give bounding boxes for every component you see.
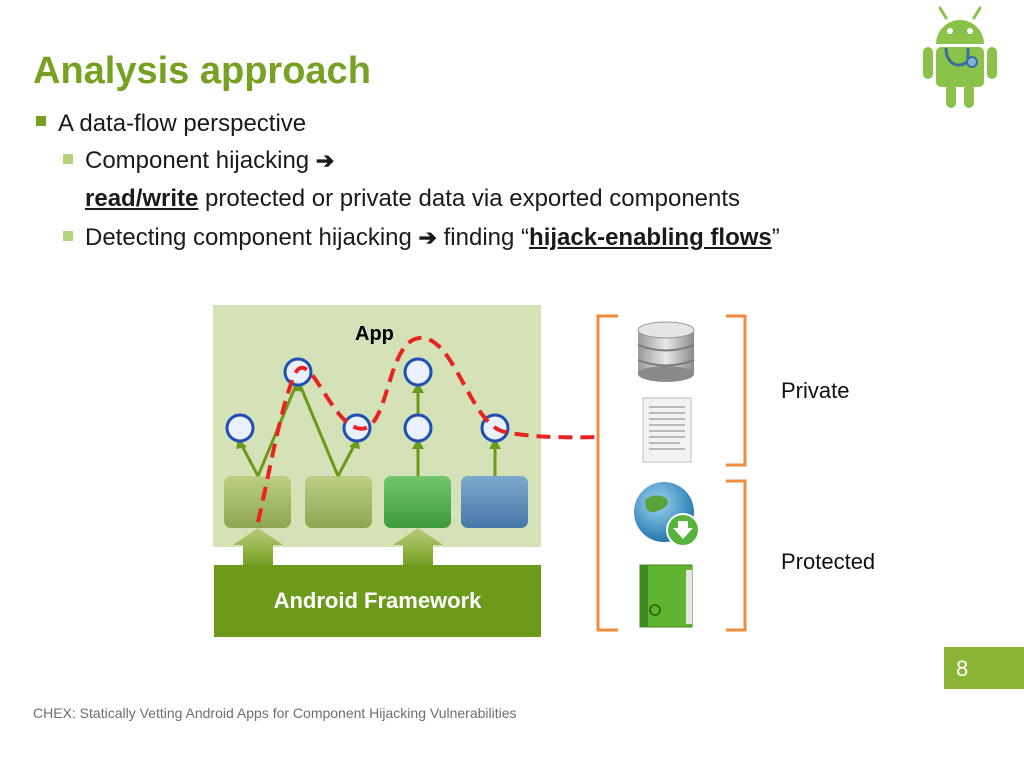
framework-arrow <box>233 528 283 565</box>
page-number-badge: 8 <box>944 647 1024 689</box>
left-bracket <box>596 314 618 632</box>
protected-bracket <box>726 479 747 632</box>
framework-arrow <box>393 528 443 565</box>
hijack-flow-path <box>256 335 601 523</box>
bullet-square-icon <box>63 231 73 241</box>
database-icon <box>637 321 695 382</box>
android-doctor-icon <box>923 6 997 108</box>
android-framework-label: Android Framework <box>273 588 482 613</box>
bullet-text: Detecting component hijacking <box>85 224 419 251</box>
component-box <box>384 476 451 528</box>
component-box <box>461 476 528 528</box>
bullet-text: finding “ <box>436 224 530 251</box>
bullet-square-icon <box>63 154 73 164</box>
bullet-text: A data-flow perspective <box>58 110 307 137</box>
private-bracket <box>726 314 747 467</box>
node <box>403 357 433 387</box>
protected-label: Protected <box>781 549 876 574</box>
contacts-book-icon <box>639 564 693 628</box>
edge-arrowheads <box>236 380 501 449</box>
bullet-text: ” <box>771 224 780 251</box>
slide-title: Analysis approach <box>33 50 371 92</box>
node <box>403 413 433 443</box>
footer-citation: CHEX: Statically Vetting Android Apps fo… <box>33 705 517 721</box>
bullet-text: Component hijacking <box>85 147 310 174</box>
node <box>225 413 255 443</box>
brackets <box>596 314 747 632</box>
page-number: 8 <box>956 656 969 681</box>
component-box <box>224 476 291 528</box>
component-box <box>305 476 372 528</box>
android-framework-box <box>214 565 541 637</box>
private-label: Private <box>781 378 850 403</box>
right-arrow-icon: ➔ <box>418 225 437 250</box>
right-arrow-icon: ➔ <box>315 148 335 173</box>
read-write-emphasis: read/write <box>85 185 199 212</box>
bullet-square-icon <box>36 116 46 126</box>
document-icon <box>642 397 692 463</box>
app-label: App <box>355 323 394 345</box>
globe-download-icon <box>634 482 700 547</box>
hijack-flows-emphasis: hijack-enabling flows <box>529 224 772 251</box>
bullet-text: protected or private data via exported c… <box>198 185 741 212</box>
